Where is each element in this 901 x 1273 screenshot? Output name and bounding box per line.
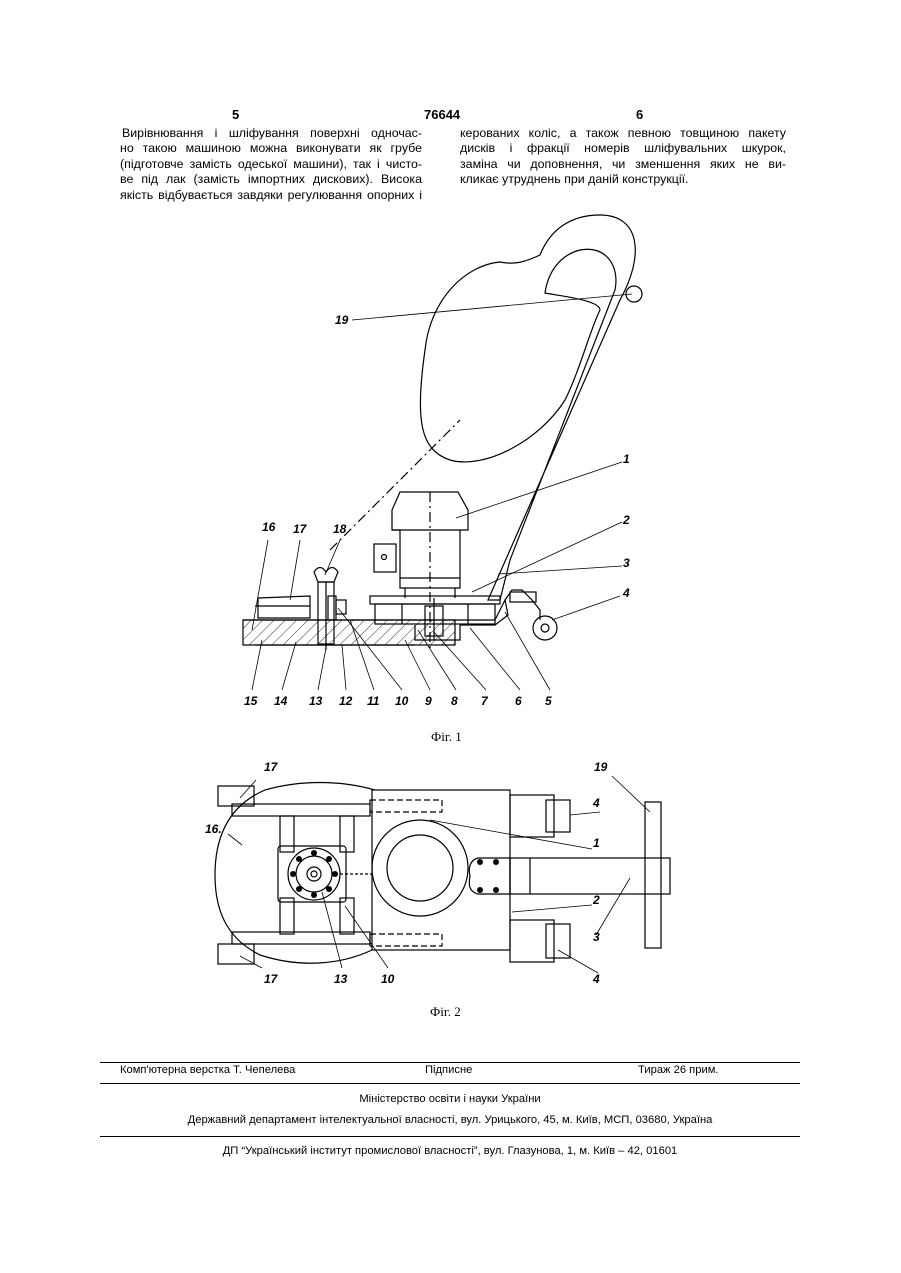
label-17: 17 [264, 760, 277, 774]
institute-line: ДП “Український інститут промислової вла… [100, 1145, 800, 1157]
signed-note: Підписне [425, 1064, 472, 1076]
label-13: 13 [334, 972, 347, 986]
label-4: 4 [593, 972, 600, 986]
figure-2-caption: Фіг. 2 [430, 1004, 461, 1020]
typesetting-credit: Комп'ютерна верстка Т. Чепелева [120, 1064, 295, 1076]
label-4: 4 [593, 796, 600, 810]
print-run: Тираж 26 прим. [638, 1064, 719, 1076]
label-17: 17 [264, 972, 277, 986]
label-1: 1 [593, 836, 600, 850]
label-16: 16. [205, 822, 222, 836]
handle-3 [510, 858, 670, 894]
ministry-line: Міністерство освіти і науки України [100, 1093, 800, 1105]
label-2: 2 [593, 893, 600, 907]
department-line: Державний департамент інтелектуальної вл… [100, 1114, 800, 1126]
label-19: 19 [594, 760, 607, 774]
footer-rule-middle [100, 1083, 800, 1084]
label-3: 3 [593, 930, 600, 944]
crossbar-19 [645, 802, 661, 948]
footer-rule-bottom [100, 1136, 800, 1137]
label-10: 10 [381, 972, 394, 986]
footer-rule-top [100, 1062, 800, 1063]
housing-2 [372, 790, 510, 950]
